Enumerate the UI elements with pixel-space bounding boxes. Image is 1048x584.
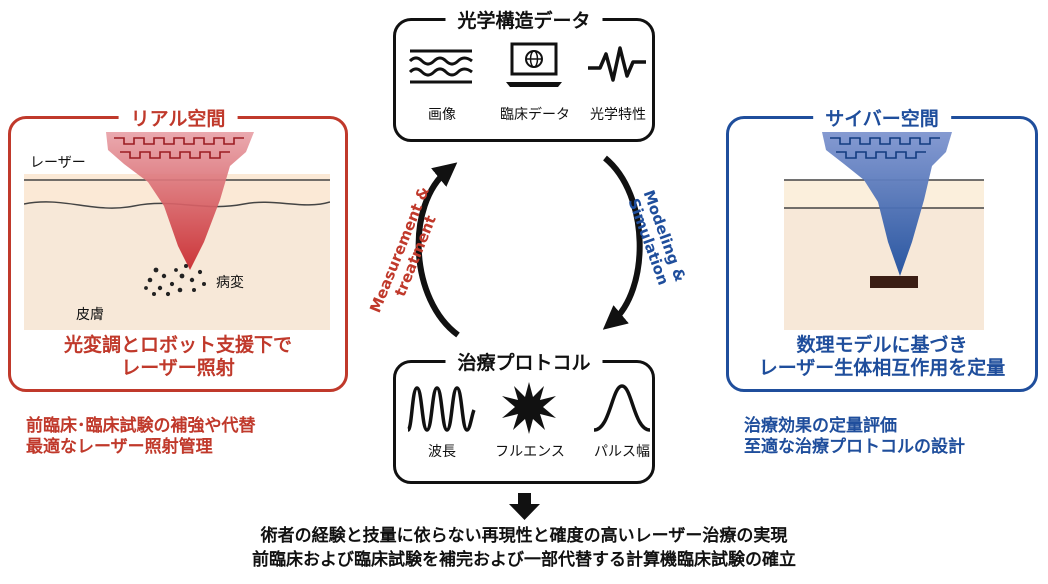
cyber-space-caption: 数理モデルに基づき レーザー生体相互作用を定量	[758, 334, 1006, 379]
laptop-globe-icon	[506, 42, 562, 87]
cyber-space-title: サイバー空間	[813, 104, 951, 131]
right-cycle-arrow	[602, 155, 643, 330]
target-lesion-block	[870, 276, 918, 288]
pulse-icon	[593, 384, 651, 432]
lesion-label: 病変	[216, 275, 244, 291]
left-cycle-arrow	[415, 162, 460, 338]
optical-property-label: 光学特性	[590, 107, 646, 123]
red-laser-beam	[106, 132, 254, 270]
burst-icon	[502, 382, 556, 434]
clinical-data-label: 臨床データ	[500, 107, 570, 123]
lesion-dots	[144, 264, 206, 297]
wavelength-label: 波長	[428, 444, 456, 460]
signal-wave-icon	[588, 46, 646, 82]
sine-wave-icon	[406, 386, 476, 432]
image-label: 画像	[428, 107, 456, 123]
conclusion-text: 術者の経験と技量に依らない再現性と確度の高いレーザー治療の実現 前臨床および臨床…	[252, 526, 796, 570]
real-space-caption: 光変調とロボット支援下で レーザー照射	[63, 334, 292, 379]
optical-data-title: 光学構造データ	[445, 6, 603, 33]
cyber-space-outcomes: 治療効果の定量評価 至適な治療プロトコルの設計	[744, 416, 965, 457]
treatment-protocol-title: 治療プロトコル	[445, 348, 603, 375]
fluence-label: フルエンス	[495, 444, 565, 460]
real-space-outcomes: 前臨床･臨床試験の補強や代替 最適なレーザー照射管理	[26, 416, 256, 457]
laser-label: レーザー	[30, 155, 86, 171]
real-space-skin-illustration	[24, 132, 330, 330]
blue-laser-beam	[822, 132, 952, 276]
skin-label: 皮膚	[76, 307, 104, 323]
real-space-title: リアル空間	[118, 104, 238, 131]
cyber-space-skin-illustration	[784, 132, 984, 330]
wave-lines-icon	[408, 49, 473, 84]
pulse-width-label: パルス幅	[594, 444, 650, 460]
